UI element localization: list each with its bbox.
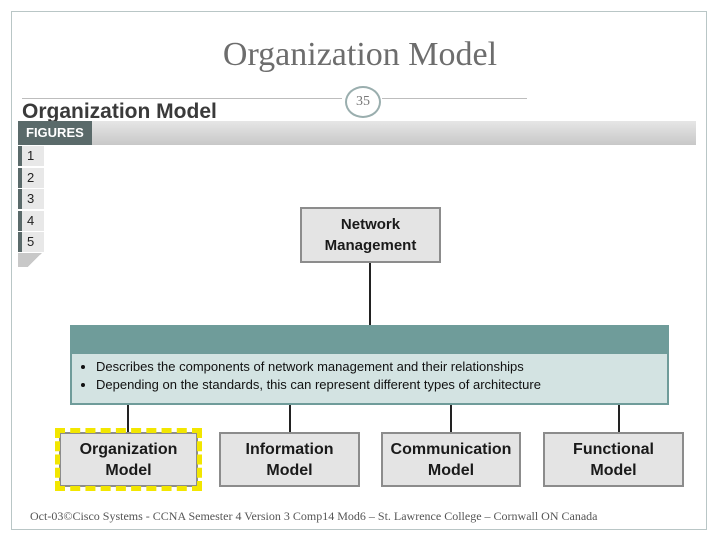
- description-bullet-1: Describes the components of network mana…: [96, 358, 667, 376]
- organization-model-line1: Organization: [79, 440, 178, 458]
- slide-title: Organization Model: [222, 36, 498, 73]
- network-management-node: Network Management: [300, 207, 441, 263]
- connector-organization: [127, 405, 129, 432]
- figure-list-tail: [18, 253, 44, 267]
- connector-functional: [618, 405, 620, 432]
- information-model-node: Information Model: [219, 432, 360, 487]
- communication-model-node: Communication Model: [381, 432, 521, 487]
- functional-model-node: Functional Model: [543, 432, 684, 487]
- description-box: Describes the components of network mana…: [70, 354, 669, 405]
- description-bullet-2: Depending on the standards, this can rep…: [96, 376, 667, 394]
- network-management-line1: Network: [340, 216, 401, 233]
- figure-item-1[interactable]: 1: [18, 146, 44, 166]
- page-number: 35: [345, 86, 381, 118]
- connector-information: [289, 405, 291, 432]
- information-model-line2: Model: [266, 461, 313, 479]
- communication-model-line1: Communication: [390, 440, 512, 458]
- network-management-line2: Management: [324, 237, 417, 254]
- communication-model-line2: Model: [427, 461, 475, 479]
- organization-model-line2: Model: [105, 461, 152, 479]
- slide-footer: Oct-03©Cisco Systems - CCNA Semester 4 V…: [30, 509, 598, 523]
- title-rule-left: [22, 98, 342, 99]
- information-model-line1: Information: [245, 440, 334, 458]
- organization-model-node: Organization Model: [59, 432, 198, 487]
- figure-item-2[interactable]: 2: [18, 167, 44, 188]
- functional-model-line2: Model: [590, 461, 637, 479]
- figures-tab[interactable]: FIGURES: [18, 121, 92, 145]
- connector-top: [369, 263, 371, 325]
- figure-item-5[interactable]: 5: [18, 232, 44, 252]
- figures-bar: [18, 121, 696, 145]
- figure-heading: Organization Model: [22, 100, 217, 123]
- figure-list: 1 2 3 4 5: [18, 146, 44, 254]
- title-rule-right: [382, 98, 527, 99]
- figure-item-4[interactable]: 4: [18, 210, 44, 231]
- connector-communication: [450, 405, 452, 432]
- description-header: [70, 325, 669, 354]
- functional-model-line1: Functional: [573, 440, 654, 458]
- figure-item-3[interactable]: 3: [18, 189, 44, 209]
